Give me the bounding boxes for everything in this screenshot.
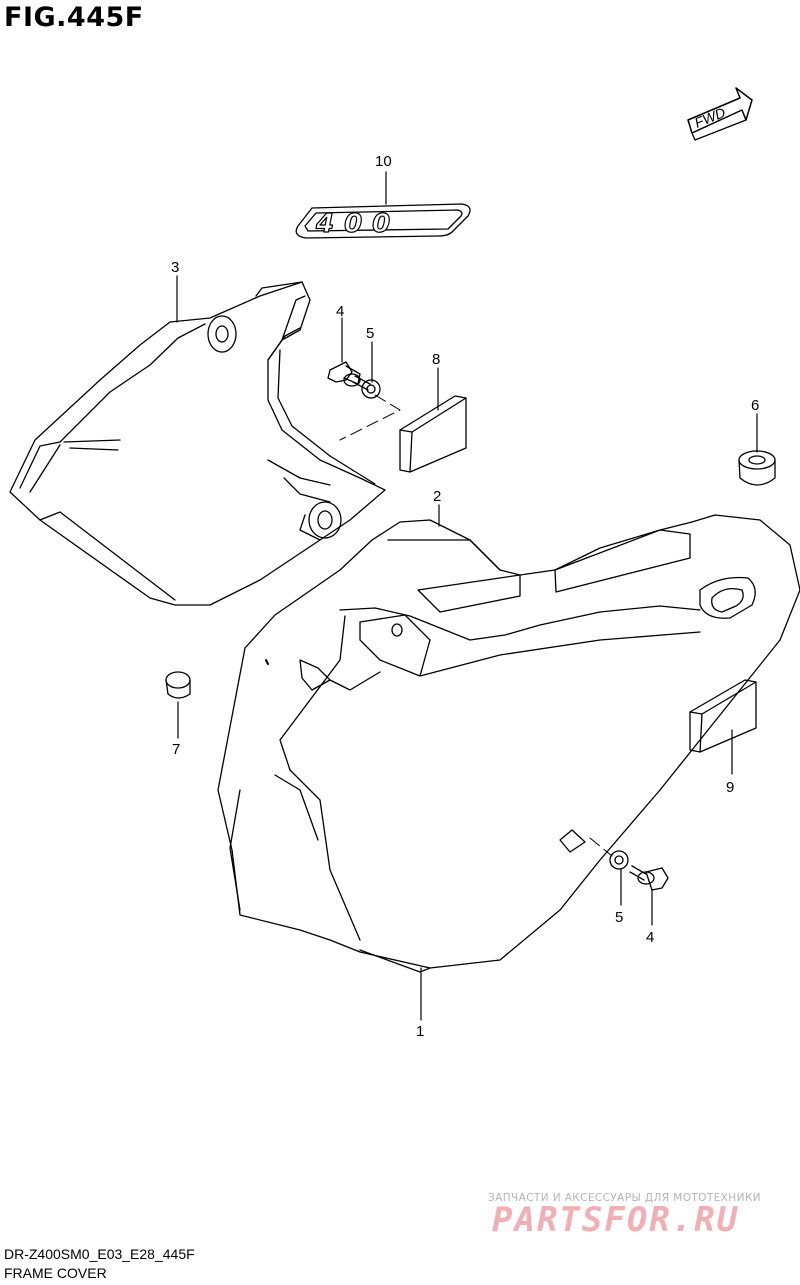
callout-6: 6 [751, 397, 759, 414]
callout-10: 10 [375, 153, 392, 170]
grommet-6 [738, 450, 776, 486]
callout-labels: 10 3 4 5 8 6 2 7 9 5 4 1 [171, 153, 759, 1040]
emblem-400: 400 [295, 203, 471, 240]
pad-8 [399, 395, 467, 473]
figure-title: FIG.445F [4, 2, 144, 33]
callout-4-upper: 4 [336, 303, 344, 320]
fwd-arrow-icon: FWD [687, 87, 753, 141]
grommet-7 [165, 671, 191, 699]
callout-1: 1 [416, 1023, 424, 1040]
emblem-text: 400 [315, 209, 400, 239]
watermark-subtitle: ЗАПЧАСТИ И АКСЕССУАРЫ ДЛЯ МОТОТЕХНИКИ [488, 1192, 761, 1204]
washer-upper [361, 379, 381, 399]
bolt-upper [327, 361, 371, 391]
callout-9: 9 [726, 779, 734, 796]
figure-caption: FRAME COVER [4, 1265, 107, 1281]
frame-cover-main [217, 514, 800, 973]
callout-7: 7 [172, 741, 180, 758]
watermark-logo: PARTSFOR.RU [492, 1200, 740, 1240]
callout-3: 3 [171, 259, 179, 276]
washer-lower [609, 850, 629, 870]
fwd-label: FWD [692, 104, 728, 131]
callout-5-lower: 5 [615, 909, 623, 926]
callout-2: 2 [433, 488, 441, 505]
callout-4-lower: 4 [646, 929, 654, 946]
bolt-lower [629, 865, 669, 891]
callout-8: 8 [432, 351, 440, 368]
frame-cover-upper [9, 281, 386, 606]
figure-code: DR-Z400SM0_E03_E28_445F [4, 1246, 195, 1262]
pad-9 [689, 679, 757, 753]
callout-5-upper: 5 [366, 325, 374, 342]
